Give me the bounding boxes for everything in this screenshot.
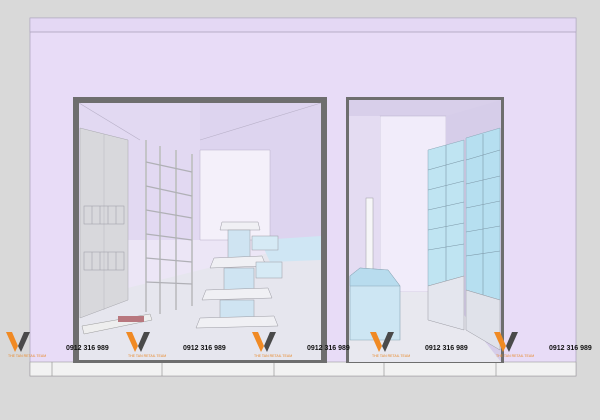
base-strip (29, 361, 577, 377)
watermark-tagline: THE TAN RETAIL TEAM (8, 354, 47, 358)
logo-icon (370, 332, 394, 352)
watermark-phone: 0912 316 989 (307, 345, 350, 352)
right-window (346, 97, 504, 363)
watermark-phone: 0912 316 989 (66, 345, 109, 352)
watermark-logos (6, 332, 518, 352)
watermark-phone: 0912 316 989 (183, 345, 226, 352)
watermark-phone: 0912 316 989 (549, 345, 592, 352)
watermark-tagline: THE TAN RETAIL TEAM (496, 354, 535, 358)
tiered-display-table (195, 221, 283, 329)
watermark-tagline: THE TAN RETAIL TEAM (254, 354, 293, 358)
glass-showcase (427, 127, 501, 351)
watermark-tagline: THE TAN RETAIL TEAM (128, 354, 167, 358)
logo-icon (494, 332, 518, 352)
glass-counter (349, 197, 401, 341)
watermark-phone: 0912 316 989 (425, 345, 468, 352)
logo-icon (126, 332, 150, 352)
logo-icon (6, 332, 30, 352)
logo-icon (252, 332, 276, 352)
left-window (73, 97, 327, 363)
watermark-tagline: THE TAN RETAIL TEAM (372, 354, 411, 358)
